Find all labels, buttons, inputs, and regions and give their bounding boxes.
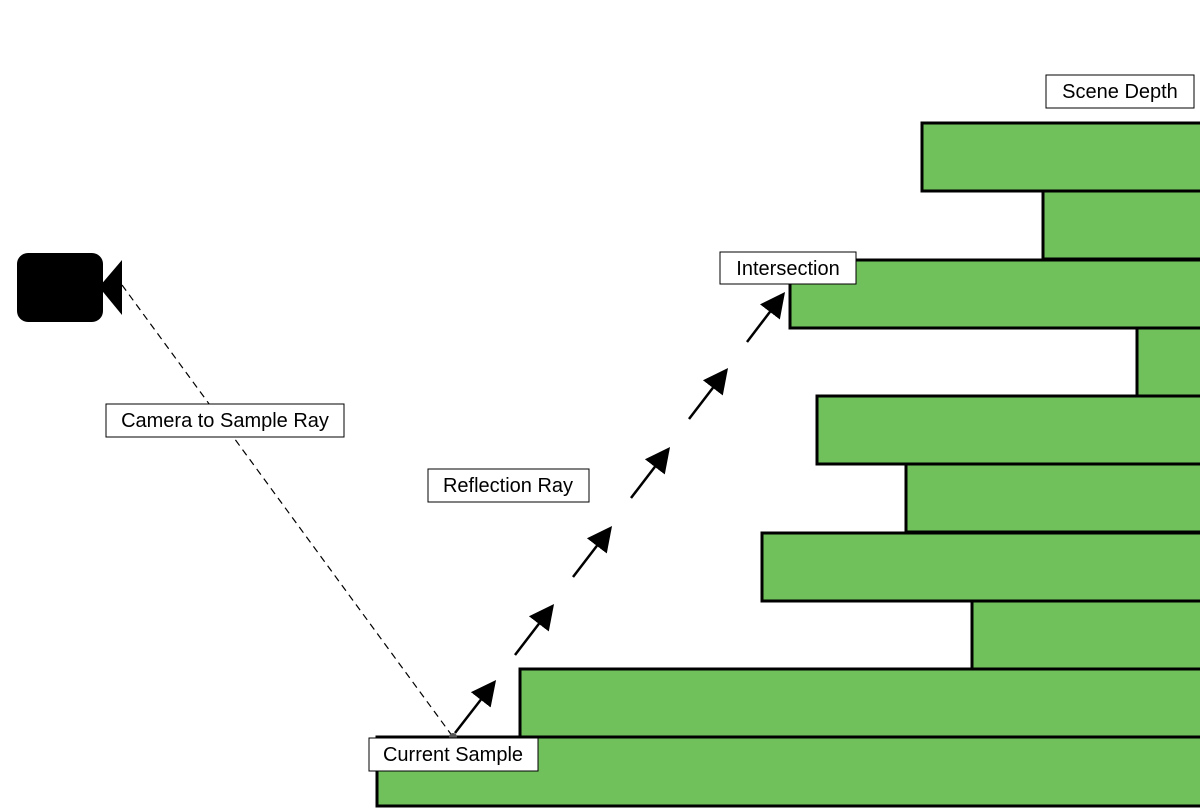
intersection-label: Intersection — [719, 251, 857, 285]
depth-bar-5 — [815, 394, 1200, 466]
reflection-ray-segment — [454, 680, 497, 734]
camera-to-sample-ray — [121, 284, 454, 738]
depth-bar-6 — [904, 462, 1200, 534]
intersection-text: Intersection — [736, 258, 839, 280]
reflection-ray-label: Reflection Ray — [427, 468, 590, 503]
depth-bar-1 — [920, 121, 1200, 193]
current-sample-text: Current Sample — [383, 744, 523, 766]
scene-depth-label: Scene Depth — [1045, 74, 1195, 109]
depth-bar-4 — [1135, 326, 1200, 398]
video-camera-icon — [17, 253, 122, 322]
reflection-ray-segment — [572, 526, 613, 578]
reflection-ray-segment — [630, 447, 671, 499]
depth-bar-9 — [518, 667, 1200, 739]
reflection-ray-segment — [514, 604, 555, 656]
depth-bar-3 — [788, 258, 1200, 330]
camera-ray-label: Camera to Sample Ray — [105, 403, 345, 438]
scene-depth-bars — [375, 121, 1200, 808]
camera-ray-text: Camera to Sample Ray — [121, 410, 329, 432]
current-sample-label: Current Sample — [368, 737, 539, 772]
reflection-ray-text: Reflection Ray — [443, 475, 573, 497]
reflection-ray-segment — [746, 292, 786, 343]
reflection-ray-segment — [688, 368, 729, 420]
depth-bar-8 — [970, 599, 1200, 671]
scene-depth-text: Scene Depth — [1062, 81, 1178, 103]
depth-bar-2 — [1041, 189, 1200, 261]
reflection-ray — [454, 292, 786, 734]
depth-bar-7 — [760, 531, 1200, 603]
